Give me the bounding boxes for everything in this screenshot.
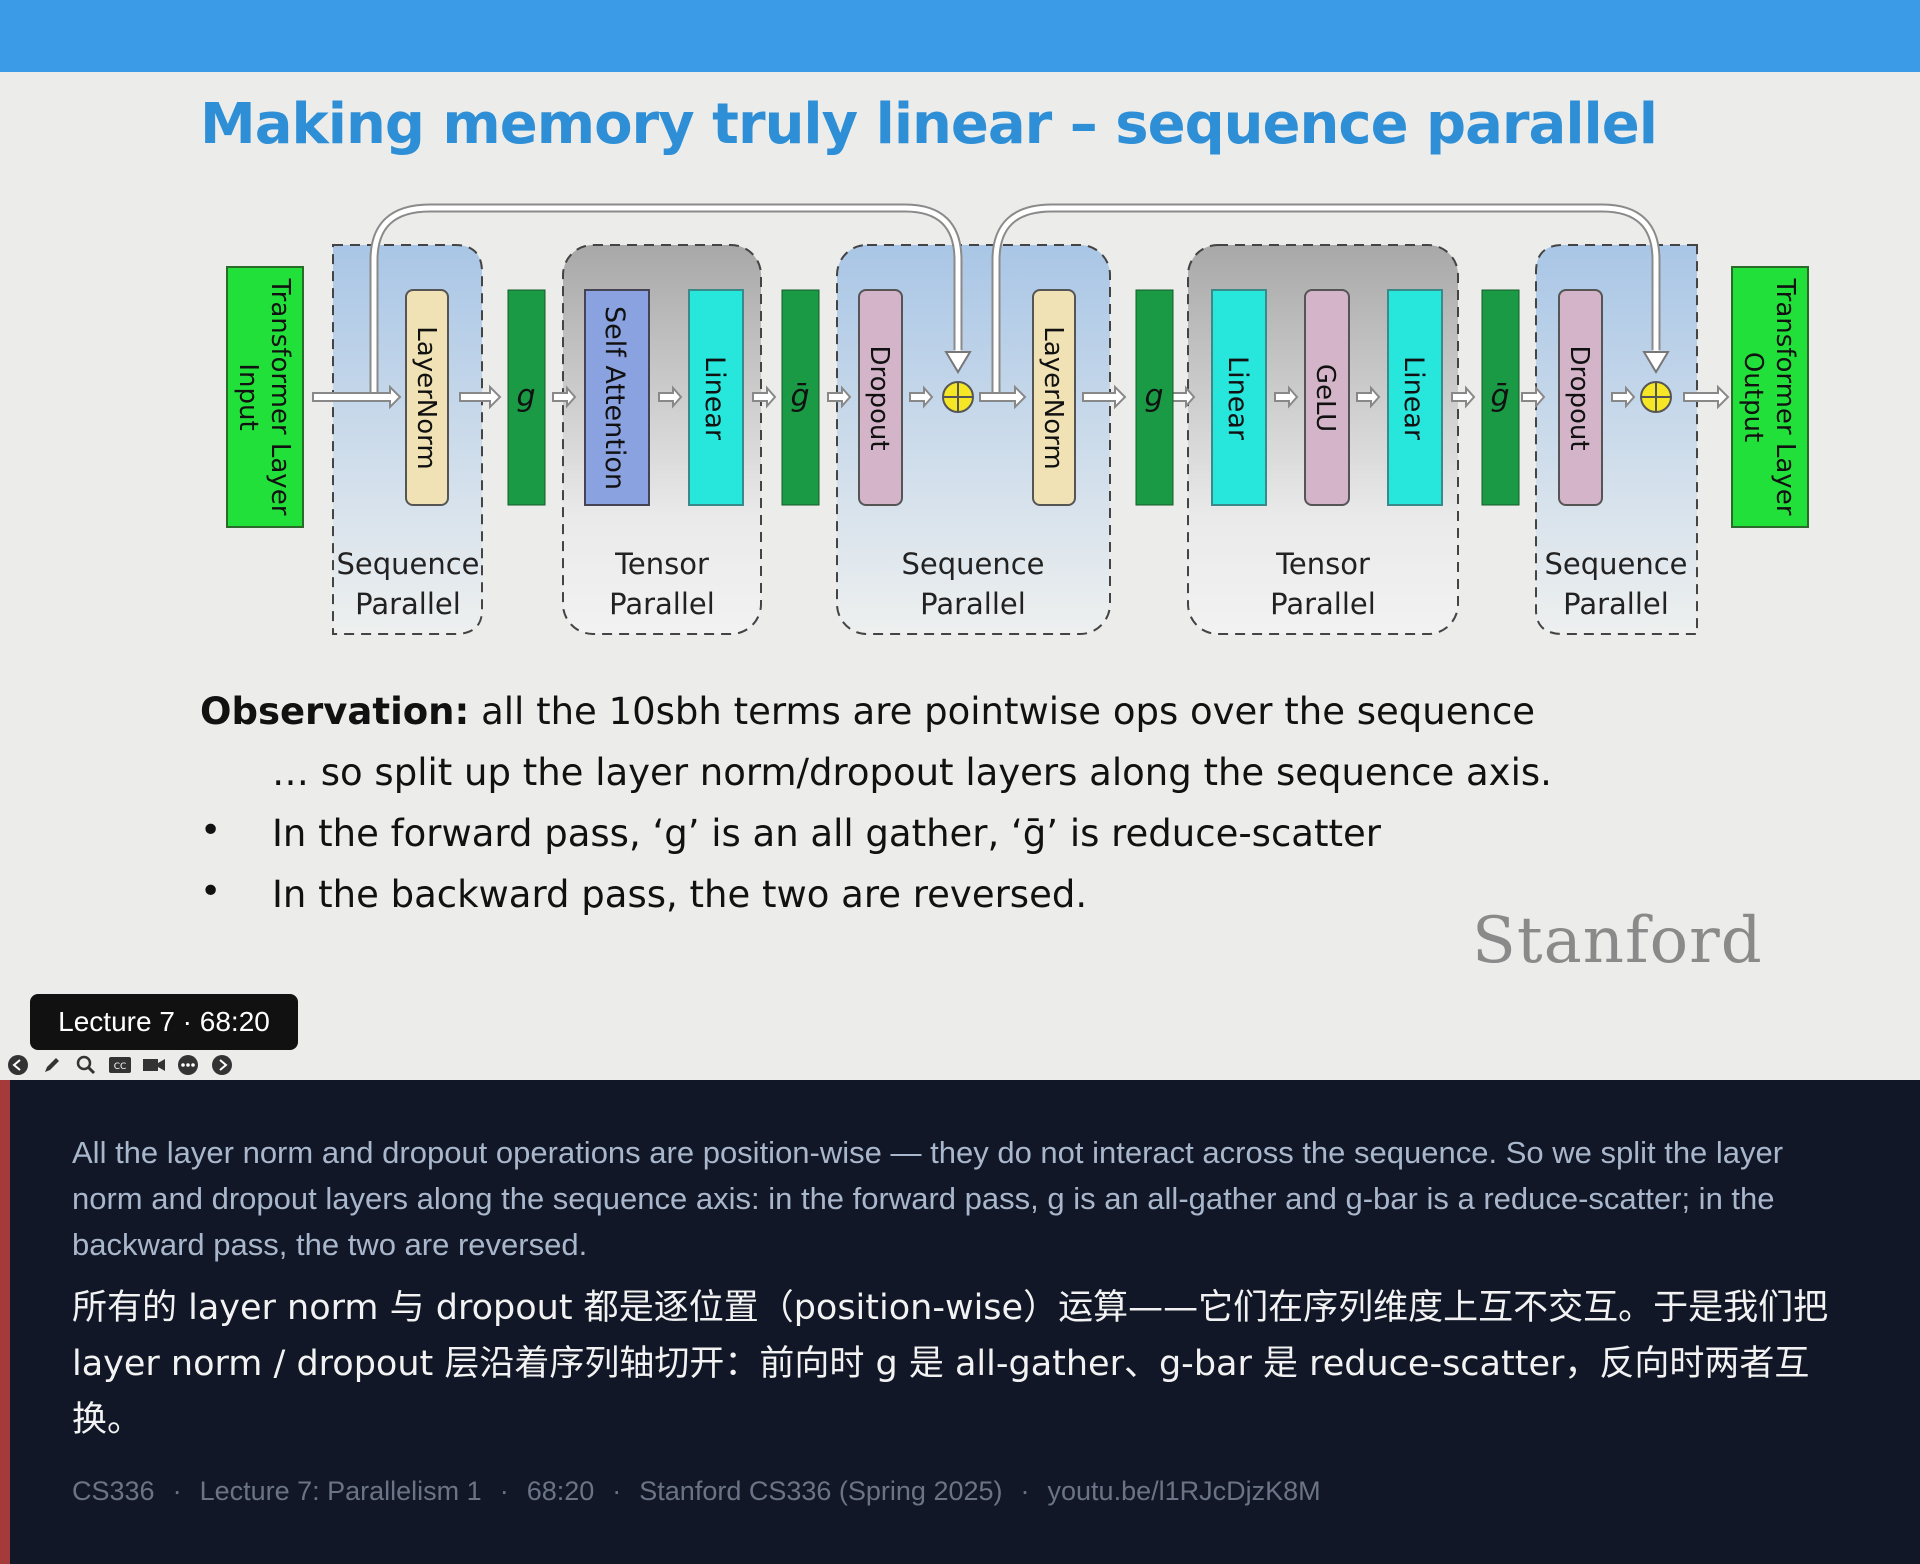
- forward-icon[interactable]: [208, 1053, 236, 1077]
- bullet-forward-pass: In the forward pass, ‘g’ is an all gathe…: [272, 812, 1381, 855]
- linear-block-3: Linear: [1387, 289, 1443, 506]
- region-label: Sequence: [901, 547, 1044, 581]
- svg-text:Transformer Layer: Transformer Layer: [1770, 278, 1800, 516]
- svg-text:CC: CC: [114, 1062, 127, 1072]
- caption-chinese: 所有的 layer norm 与 dropout 都是逐位置（position-…: [72, 1288, 1829, 1440]
- caption-panel: All the layer norm and dropout operation…: [0, 1080, 1920, 1564]
- player-controls: CC: [0, 1050, 236, 1080]
- transformer-layer-output: Transformer Layer Output: [1731, 266, 1809, 528]
- bullet-marker: •: [200, 871, 222, 912]
- observation-label: Observation:: [200, 690, 470, 733]
- svg-text:Dropout: Dropout: [864, 345, 894, 450]
- svg-text:ḡ: ḡ: [1490, 379, 1509, 414]
- transformer-layer-input: Transformer Layer Input: [226, 266, 304, 528]
- slide-title: Making memory truly linear – sequence pa…: [200, 92, 1658, 157]
- video-link[interactable]: youtu.be/l1RJcDjzK8M: [1047, 1476, 1321, 1506]
- self-attention-block: Self Attention: [584, 289, 650, 506]
- separator: ·: [499, 1476, 509, 1506]
- region-label: Sequence: [336, 547, 479, 581]
- svg-text:LayerNorm: LayerNorm: [411, 326, 441, 469]
- lecture-slide: Making memory truly linear – sequence pa…: [0, 72, 1920, 1080]
- observation-continuation: … so split up the layer norm/dropout lay…: [272, 751, 1552, 794]
- region-label: Parallel: [920, 587, 1026, 621]
- svg-text:g: g: [516, 379, 535, 414]
- sequence-parallel-diagram: Sequence Parallel Tensor Parallel Sequen…: [226, 203, 1809, 635]
- svg-text:LayerNorm: LayerNorm: [1038, 326, 1068, 469]
- g-bar-block-1: ḡ: [781, 289, 820, 506]
- svg-text:GeLU: GeLU: [1310, 364, 1340, 432]
- region-label: Sequence: [1544, 547, 1687, 581]
- svg-text:Output: Output: [1738, 352, 1768, 442]
- region-label: Parallel: [355, 587, 461, 621]
- g-block-1: g: [507, 289, 546, 506]
- caption-english: All the layer norm and dropout operation…: [72, 1135, 1784, 1262]
- caption-accent-bar: [0, 1080, 10, 1564]
- linear-block-2: Linear: [1211, 289, 1267, 506]
- svg-text:ḡ: ḡ: [790, 379, 809, 414]
- svg-text:g: g: [1144, 379, 1163, 414]
- more-icon[interactable]: [174, 1053, 202, 1077]
- caption-metadata: CS336 · Lecture 7: Parallelism 1 · 68:20 · Sta…: [72, 1476, 1321, 1507]
- observation-line: Observation: all the 10sbh terms are poi…: [200, 690, 1535, 733]
- svg-text:Self Attention: Self Attention: [599, 306, 630, 490]
- residual-arrowhead-2: [1642, 351, 1670, 374]
- separator: ·: [1020, 1476, 1030, 1506]
- video-time: 68:20: [526, 1476, 595, 1506]
- gelu-block: GeLU: [1304, 289, 1350, 506]
- svg-text:Input: Input: [233, 363, 263, 430]
- region-label: Parallel: [1270, 587, 1376, 621]
- pen-icon[interactable]: [38, 1053, 66, 1077]
- dropout-block-1: Dropout: [858, 289, 903, 506]
- svg-text:Transformer Layer: Transformer Layer: [265, 278, 295, 516]
- g-bar-block-2: ḡ: [1481, 289, 1520, 506]
- region-label: Parallel: [1563, 587, 1669, 621]
- residual-add-1: [942, 381, 974, 413]
- svg-text:Dropout: Dropout: [1564, 345, 1594, 450]
- lecture-title: Lecture 7: Parallelism 1: [199, 1476, 482, 1506]
- region-label: Tensor: [1275, 547, 1370, 581]
- linear-block-1: Linear: [688, 289, 744, 506]
- observation-text: all the 10sbh terms are pointwise ops ov…: [469, 690, 1536, 733]
- residual-connection-2-inner: [993, 205, 1659, 395]
- residual-connection-1-inner: [371, 205, 961, 395]
- stanford-logo: Stanford: [1472, 904, 1763, 978]
- bullet-marker: •: [200, 810, 222, 851]
- camera-icon[interactable]: [140, 1053, 168, 1077]
- course-code: CS336: [72, 1476, 155, 1506]
- svg-text:Linear: Linear: [699, 356, 730, 441]
- residual-arrowhead-1: [944, 351, 972, 374]
- residual-add-2: [1640, 381, 1672, 413]
- g-block-2: g: [1135, 289, 1174, 506]
- course-name: Stanford CS336 (Spring 2025): [639, 1476, 1003, 1506]
- region-label: Parallel: [609, 587, 715, 621]
- timestamp-badge: Lecture 7 · 68:20: [30, 994, 298, 1050]
- region-label: Tensor: [614, 547, 709, 581]
- layernorm-block-1: LayerNorm: [405, 289, 449, 506]
- svg-text:Linear: Linear: [1398, 356, 1429, 441]
- flow-arrows: [312, 384, 1730, 410]
- separator: ·: [172, 1476, 182, 1506]
- dropout-block-2: Dropout: [1558, 289, 1603, 506]
- bullet-backward-pass: In the backward pass, the two are revers…: [272, 873, 1088, 916]
- separator: ·: [612, 1476, 622, 1506]
- back-icon[interactable]: [4, 1053, 32, 1077]
- zoom-icon[interactable]: [72, 1053, 100, 1077]
- cc-icon[interactable]: CC: [106, 1053, 134, 1077]
- svg-text:Linear: Linear: [1222, 356, 1253, 441]
- layernorm-block-2: LayerNorm: [1032, 289, 1076, 506]
- top-bar: [0, 0, 1920, 72]
